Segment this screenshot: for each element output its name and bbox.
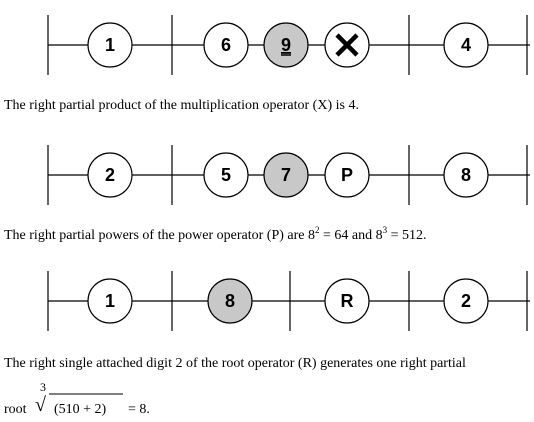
diagram-1: 1 6 9 4 <box>47 15 530 75</box>
bead-shaded: 9 <box>263 22 309 68</box>
root-result: = 8. <box>128 402 150 417</box>
bead: 1 <box>87 22 133 68</box>
bead: 2 <box>443 278 489 324</box>
caption-1: The right partial product of the multipl… <box>4 98 359 113</box>
radical-icon: √ <box>35 394 46 416</box>
bead-label: 4 <box>461 35 471 55</box>
bead: R <box>324 278 370 324</box>
bead-label: 6 <box>221 35 231 55</box>
caption-3: The right single attached digit 2 of the… <box>4 356 466 371</box>
caption-2: The right partial powers of the power op… <box>4 225 427 244</box>
bead-label: 8 <box>461 165 471 185</box>
root-index: 3 <box>40 380 46 394</box>
bead-label: 2 <box>461 291 471 311</box>
bead-label: 5 <box>221 165 231 185</box>
caption-2-text-c: = 512. <box>387 228 427 243</box>
diagram-3: 1 8 R 2 <box>47 271 530 331</box>
exponent: 2 <box>315 225 320 235</box>
bead-label: 7 <box>281 165 291 185</box>
bead-label: 9 <box>281 35 291 55</box>
exponent: 3 <box>382 225 388 235</box>
bead: 2 <box>87 152 133 198</box>
caption-2-text-b: = 64 and 8 <box>319 228 383 243</box>
bead: P <box>324 152 370 198</box>
bead: 6 <box>203 22 249 68</box>
caption-2-text-a: The right partial powers of the power op… <box>4 228 315 243</box>
root-expression: 3 root √ (510 + 2) = 8. <box>0 380 534 422</box>
multiply-x-icon <box>335 33 359 57</box>
bead: 4 <box>443 22 489 68</box>
bead-label: R <box>341 291 354 311</box>
radical-vinculum <box>49 393 123 395</box>
bead-label: P <box>341 165 353 185</box>
diagram-2: 2 5 7 P 8 <box>47 145 530 205</box>
radicand: (510 + 2) <box>54 402 107 417</box>
bead-shaded: 7 <box>263 152 309 198</box>
bead-label: 1 <box>105 35 115 55</box>
bead: 8 <box>443 152 489 198</box>
bead-label: 2 <box>105 165 115 185</box>
bead-label: 8 <box>225 291 235 311</box>
bead-label: 1 <box>105 291 115 311</box>
bead: 1 <box>87 278 133 324</box>
bead-shaded: 8 <box>207 278 253 324</box>
bead: 5 <box>203 152 249 198</box>
root-prefix: root <box>4 402 27 417</box>
bead <box>324 22 370 68</box>
